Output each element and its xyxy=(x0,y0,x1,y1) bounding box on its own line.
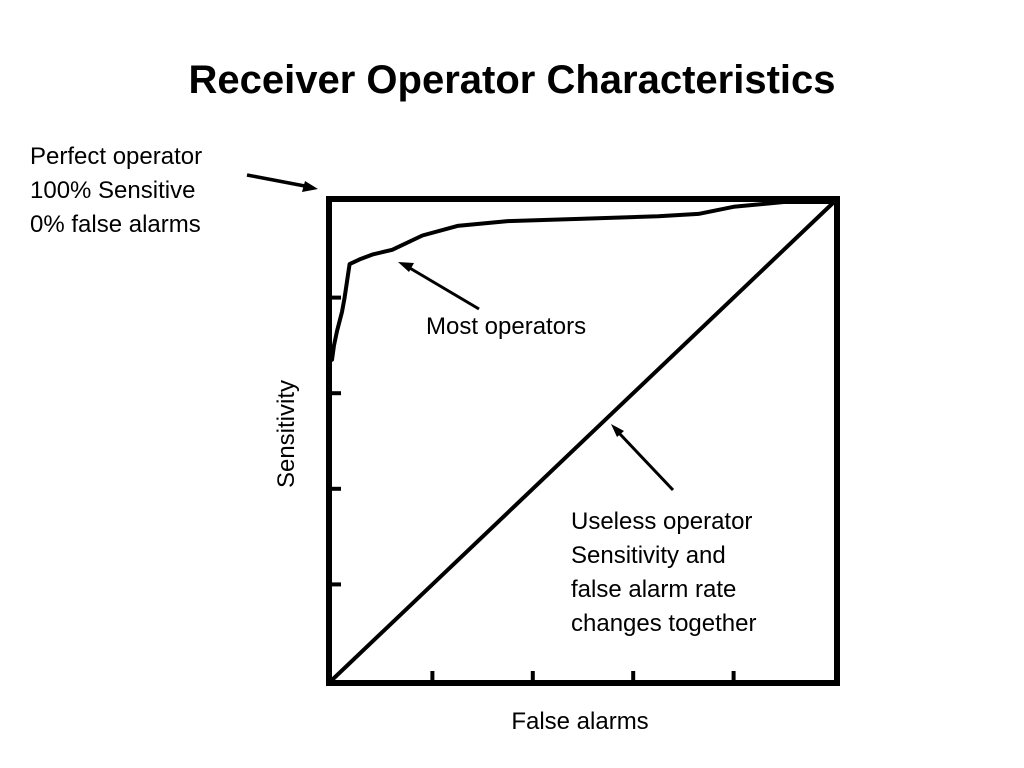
arrow-perfect-operator xyxy=(246,173,318,192)
x-axis-label: False alarms xyxy=(511,708,649,735)
useless-operator-line-2: Sensitivity and xyxy=(571,542,726,569)
roc-curve-line xyxy=(330,200,836,362)
perfect-operator-note: Perfect operator 100% Sensitive 0% false… xyxy=(30,140,202,242)
slide-title: Receiver Operator Characteristics xyxy=(188,58,836,102)
useless-operator-line-3: false alarm rate xyxy=(571,576,737,603)
x-tick-group xyxy=(430,671,736,680)
perfect-operator-line-2: 100% Sensitive xyxy=(30,177,196,204)
arrow-most-operators xyxy=(398,262,480,311)
plot-frame xyxy=(326,196,840,686)
arrow-useless-operator xyxy=(611,424,675,492)
useless-operator-line-4: changes together xyxy=(571,610,757,637)
useless-operator-line-1: Useless operator xyxy=(571,508,753,535)
useless-operator-note: Useless operator Sensitivity and false a… xyxy=(571,505,756,641)
y-tick-group xyxy=(332,295,341,587)
perfect-operator-line-1: Perfect operator xyxy=(30,143,203,170)
chance-diagonal-line xyxy=(330,200,836,682)
most-operators-line-1: Most operators xyxy=(426,313,587,340)
perfect-operator-line-3: 0% false alarms xyxy=(30,211,201,238)
most-operators-note: Most operators xyxy=(426,310,586,344)
